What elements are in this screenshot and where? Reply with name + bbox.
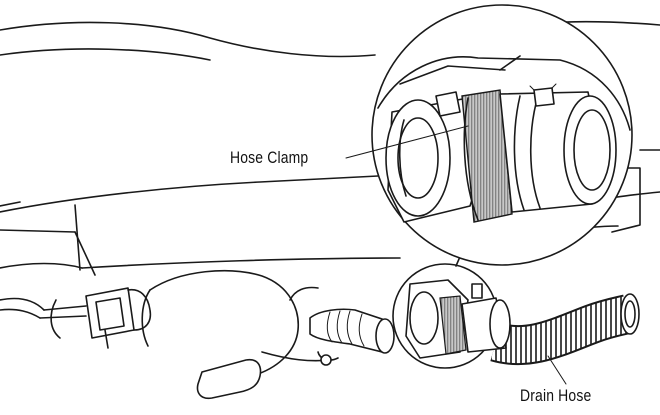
pump-housing: [141, 269, 331, 400]
wire-connector: [0, 287, 152, 349]
detail-circle-small: [392, 263, 511, 369]
hose-clamp-leader: [345, 125, 469, 159]
short-hose: [309, 308, 395, 366]
hose-clamp-label: Hose Clamp: [230, 148, 309, 167]
detail-circle-large: [371, 4, 633, 266]
drain-hose: [490, 293, 640, 366]
drain-hose-leader: [547, 355, 567, 385]
drain-hose-label: Drain Hose: [520, 386, 592, 405]
